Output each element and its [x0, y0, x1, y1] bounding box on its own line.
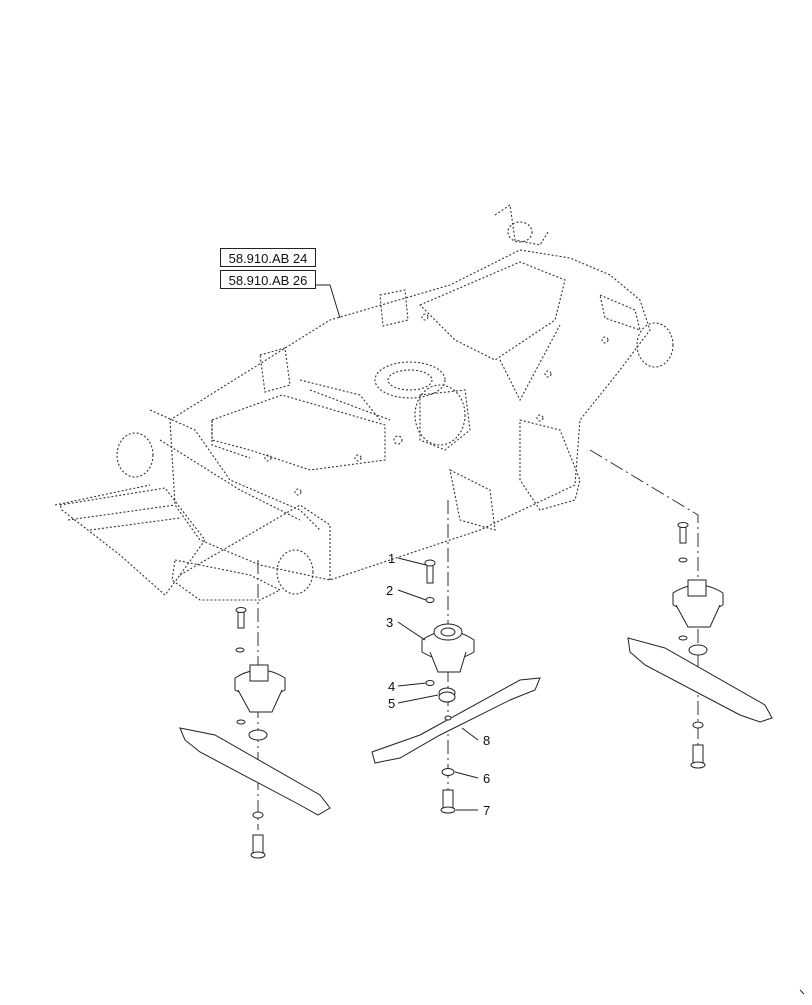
reference-leader-line [316, 284, 341, 319]
callout-numbers: 1 2 3 4 5 8 6 7 [386, 551, 490, 818]
center-spindle-assembly [371, 559, 541, 814]
reference-box-2[interactable]: 58.910.AB 26 [220, 270, 316, 289]
callout-leaders [397, 557, 479, 811]
right-spindle-assembly [627, 522, 773, 769]
callout-1: 1 [388, 551, 395, 566]
callout-8: 8 [483, 733, 490, 748]
callout-6: 6 [483, 771, 490, 786]
callout-4: 4 [388, 679, 395, 694]
corner-mark [799, 989, 805, 995]
callout-2: 2 [386, 583, 393, 598]
reference-box-1[interactable]: 58.910.AB 24 [220, 248, 316, 267]
left-spindle-assembly [179, 607, 331, 859]
mower-deck [54, 204, 674, 601]
callout-7: 7 [483, 803, 490, 818]
callout-3: 3 [386, 615, 393, 630]
callout-5: 5 [388, 696, 395, 711]
